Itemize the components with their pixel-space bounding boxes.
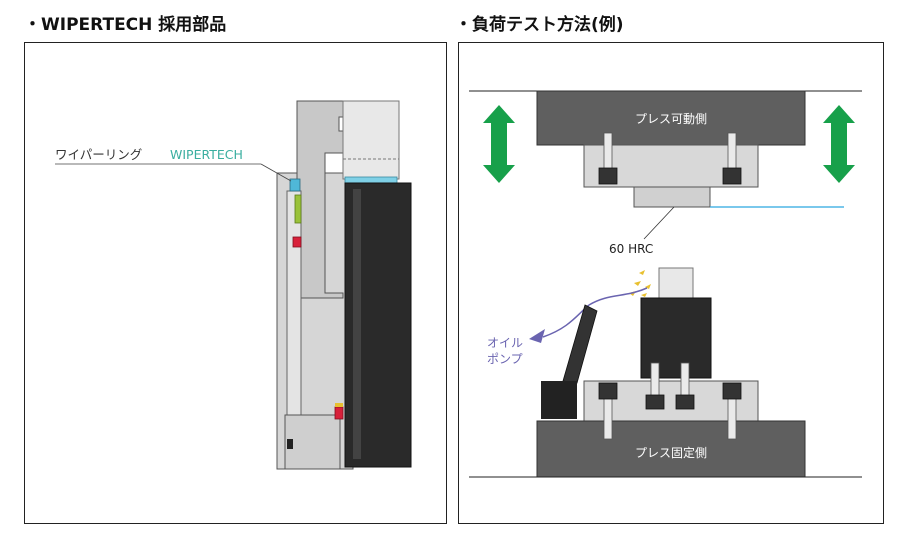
lower-plate-label: プレス固定側: [635, 445, 707, 460]
bolt-shank-center-left: [650, 362, 660, 398]
bolt-head-right: [722, 167, 742, 185]
oil-pump-label-1: オイル: [487, 336, 523, 350]
bolt-head-lower-left: [598, 382, 618, 400]
wiper-seat: [344, 176, 398, 184]
upper-press-plate: [536, 90, 806, 146]
callout-leader: [260, 163, 292, 182]
bolt-head-lower-right: [722, 382, 742, 400]
bolt-shank-center-right: [680, 362, 690, 398]
green-seal: [294, 194, 302, 224]
cylinder-highlight: [353, 189, 361, 459]
hardness-label: 60 HRC: [609, 242, 653, 256]
test-rod: [658, 267, 694, 299]
callout-wiper-ring-label: ワイパーリング: [55, 147, 142, 162]
pump-lever: [562, 304, 598, 384]
load-test-diagram: プレス可動側 60 HRC オイル ポンプ: [469, 90, 862, 478]
left-panel-title: ・WIPERTECH 採用部品: [24, 15, 227, 35]
left-arrow-icon: [483, 105, 515, 183]
base-seal: [287, 439, 293, 449]
pump-hose: [588, 287, 648, 306]
wipertech-section-panel: ワイパーリング WIPERTECH: [24, 42, 447, 524]
bolt-shank-left: [603, 132, 613, 172]
load-test-panel: プレス可動側 60 HRC オイル ポンプ: [458, 42, 884, 524]
piston-rod: [342, 100, 400, 180]
bolt-shank-lower-right: [727, 394, 737, 440]
lower-press-plate: [536, 420, 806, 478]
hrc-leader: [643, 206, 675, 240]
oil-splash-icon: [629, 270, 651, 297]
bolt-shank-lower-left: [603, 394, 613, 440]
callout-brand-label: WIPERTECH: [170, 147, 243, 162]
pump-arrow-icon: [529, 329, 545, 343]
yellow-ring: [335, 403, 343, 407]
lower-base: [284, 414, 341, 470]
test-cylinder: [640, 297, 712, 379]
bolt-head-left: [598, 167, 618, 185]
bolt-shank-right: [727, 132, 737, 172]
red-seal-upper: [292, 236, 302, 248]
right-arrow-icon: [823, 105, 855, 183]
cylinder-cross-section: ワイパーリング WIPERTECH: [55, 100, 412, 470]
red-seal-lower: [334, 406, 344, 420]
bolt-head-center-left: [645, 394, 665, 410]
bolt-head-center-right: [675, 394, 695, 410]
hardened-block: [633, 186, 711, 208]
right-panel-title: ・負荷テスト方法(例): [455, 15, 624, 35]
pump-base: [541, 381, 577, 419]
oil-pump-label-2: ポンプ: [487, 352, 523, 366]
wiper-ring: [289, 178, 301, 192]
upper-plate-label: プレス可動側: [635, 112, 707, 126]
